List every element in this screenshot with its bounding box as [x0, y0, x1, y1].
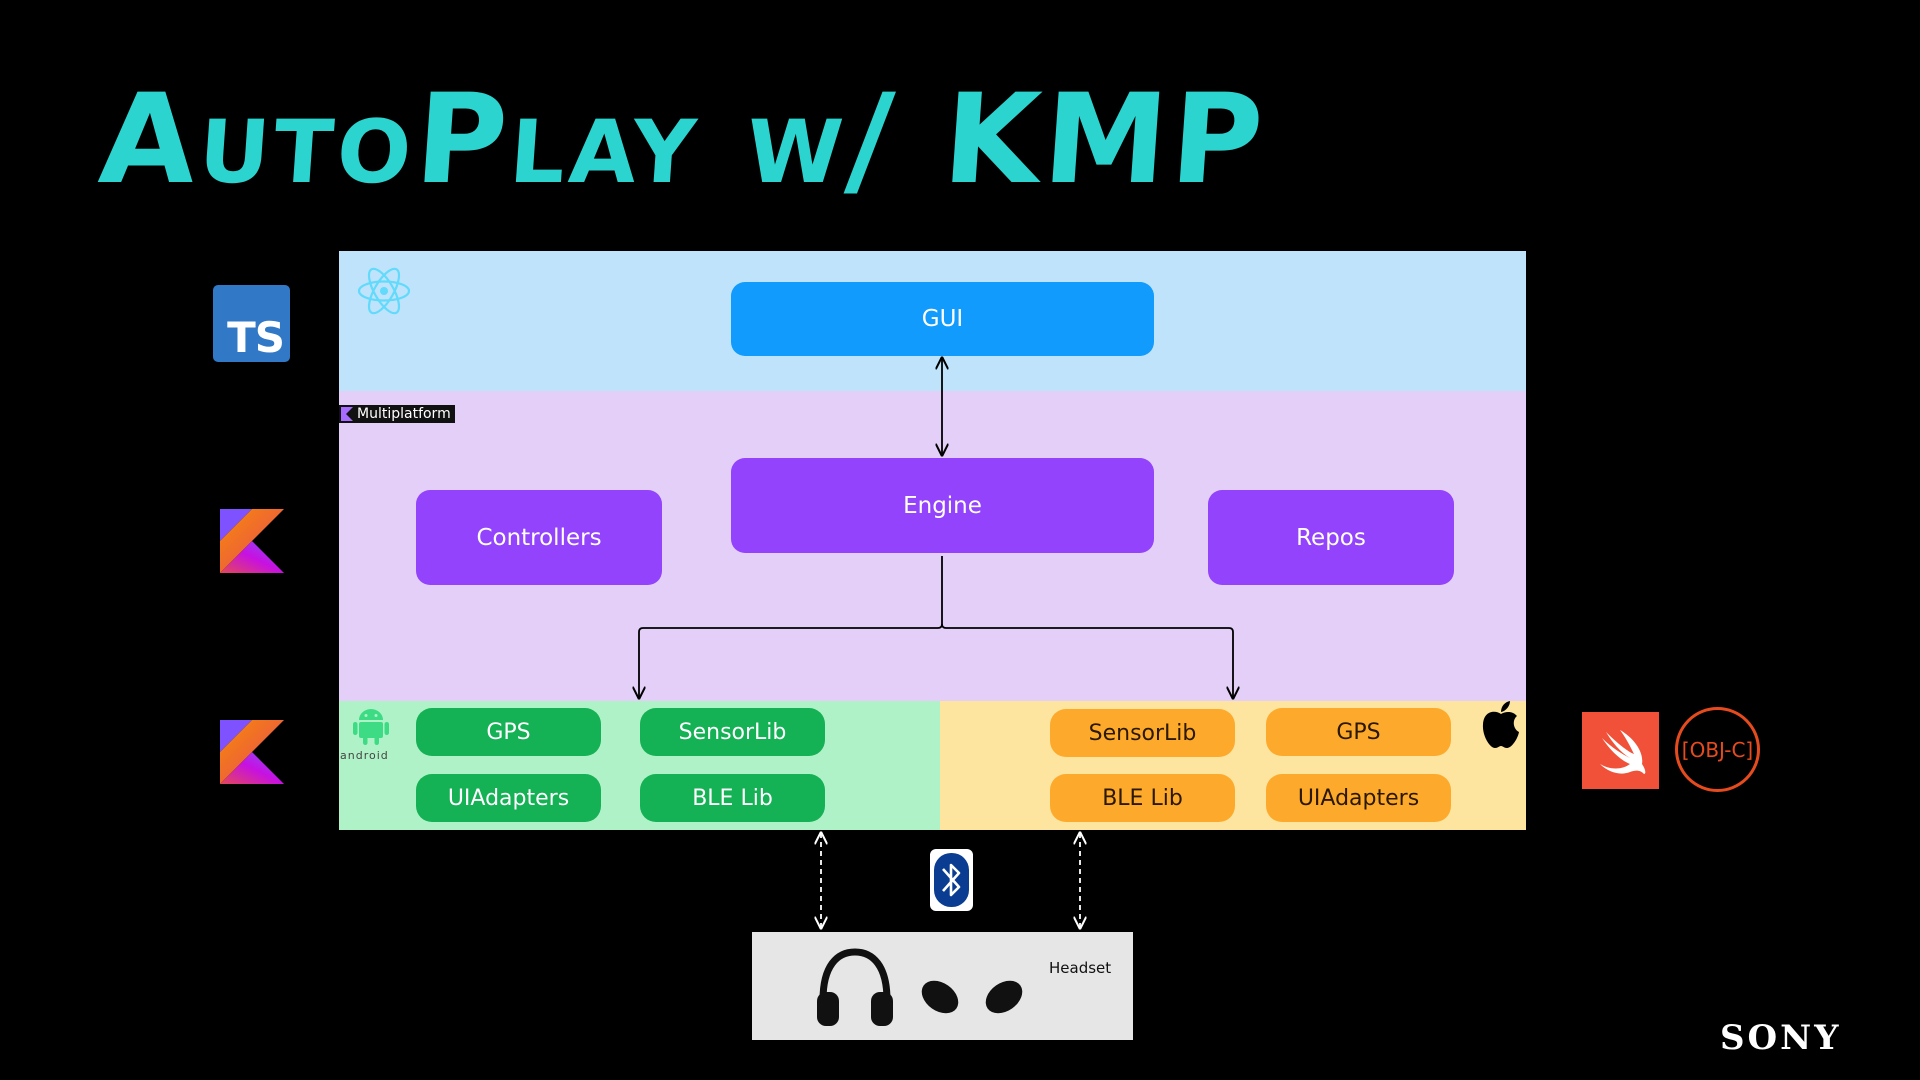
- android-sensorlib-chip: SensorLib: [640, 708, 825, 756]
- gui-box: GUI: [731, 282, 1154, 356]
- kotlin-icon: [220, 720, 284, 784]
- earbuds-icon: [921, 980, 1023, 1014]
- typescript-logo-text: TS: [227, 313, 285, 362]
- bluetooth-icon: [930, 849, 973, 911]
- react-icon: [357, 267, 411, 315]
- ios-blelib-chip: BLE Lib: [1050, 774, 1235, 822]
- android-icon: [353, 709, 389, 745]
- headset-label: Headset: [1049, 959, 1112, 977]
- apple-icon: [1482, 701, 1519, 748]
- engine-to-ios-arrow: [941, 623, 1233, 698]
- kotlin-icon: [220, 509, 284, 573]
- controllers-box: Controllers: [416, 490, 662, 585]
- ios-uiadapters-chip: UIAdapters: [1266, 774, 1451, 822]
- engine-box: Engine: [731, 458, 1154, 553]
- engine-to-android-arrow: [639, 556, 943, 698]
- typescript-icon: TS: [213, 285, 290, 362]
- ios-sensorlib-chip: SensorLib: [1050, 709, 1235, 757]
- objc-icon: [OBJ-C]: [1675, 707, 1760, 792]
- multiplatform-tag: Multiplatform: [339, 405, 455, 423]
- headphones-icon: [817, 948, 893, 1026]
- android-uiadapters-chip: UIAdapters: [416, 774, 601, 822]
- swift-icon: [1582, 712, 1659, 789]
- multiplatform-label: Multiplatform: [357, 406, 451, 422]
- android-label: android: [340, 749, 389, 762]
- ios-gps-chip: GPS: [1266, 708, 1451, 756]
- kotlin-mark-icon: [341, 407, 353, 421]
- android-blelib-chip: BLE Lib: [640, 774, 825, 822]
- repos-box: Repos: [1208, 490, 1454, 585]
- android-gps-chip: GPS: [416, 708, 601, 756]
- sony-logo: SONY: [1720, 1018, 1842, 1058]
